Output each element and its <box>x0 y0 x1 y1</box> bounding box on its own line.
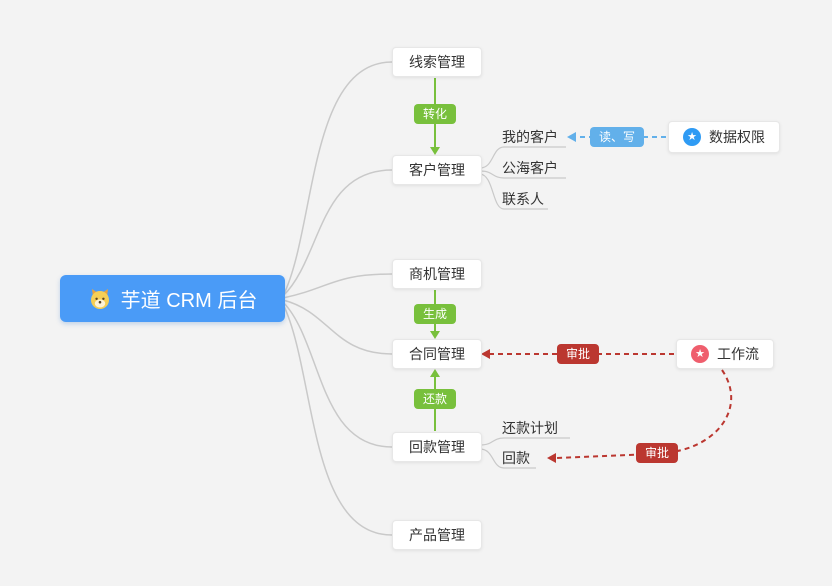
subitem-public-customers[interactable]: 公海客户 <box>502 160 558 176</box>
node-contract-management[interactable]: 合同管理 <box>392 339 482 369</box>
subitem-contacts[interactable]: 联系人 <box>502 191 544 207</box>
node-label: 线索管理 <box>409 54 465 70</box>
node-opportunity-management[interactable]: 商机管理 <box>392 259 482 289</box>
edge-badge-read-write[interactable]: 读、写 <box>589 127 645 147</box>
root-node-crm-backend[interactable]: 芋道 CRM 后台 <box>60 275 285 322</box>
node-label: 数据权限 <box>709 129 765 145</box>
node-workflow[interactable]: ★ 工作流 <box>676 339 774 369</box>
node-label: 工作流 <box>717 346 759 362</box>
edge-badge-approve-contract[interactable]: 审批 <box>556 344 600 364</box>
edge-badge-repay[interactable]: 还款 <box>413 389 457 409</box>
subitem-receivable[interactable]: 回款 <box>502 450 530 466</box>
dog-face-icon <box>88 287 112 311</box>
subitem-repayment-plan[interactable]: 还款计划 <box>502 420 558 436</box>
node-data-permission[interactable]: ★ 数据权限 <box>668 121 780 153</box>
green-arrowheads <box>430 147 440 377</box>
node-product-management[interactable]: 产品管理 <box>392 520 482 550</box>
node-receivable-management[interactable]: 回款管理 <box>392 432 482 462</box>
subitem-my-customers[interactable]: 我的客户 <box>502 129 558 145</box>
node-label: 商机管理 <box>409 266 465 282</box>
edge-badge-approve-receivable[interactable]: 审批 <box>635 443 679 463</box>
star-icon: ★ <box>683 128 701 146</box>
node-label: 回款管理 <box>409 439 465 455</box>
branch-curves <box>282 61 393 536</box>
star-icon: ★ <box>691 345 709 363</box>
edge-badge-convert[interactable]: 转化 <box>413 104 457 124</box>
edge-badge-generate[interactable]: 生成 <box>413 304 457 324</box>
node-customer-management[interactable]: 客户管理 <box>392 155 482 185</box>
node-label: 合同管理 <box>409 346 465 362</box>
node-lead-management[interactable]: 线索管理 <box>392 47 482 77</box>
root-node-label: 芋道 CRM 后台 <box>120 290 258 312</box>
subitem-connectors <box>479 146 570 469</box>
node-label: 客户管理 <box>409 162 465 178</box>
node-label: 产品管理 <box>409 527 465 543</box>
